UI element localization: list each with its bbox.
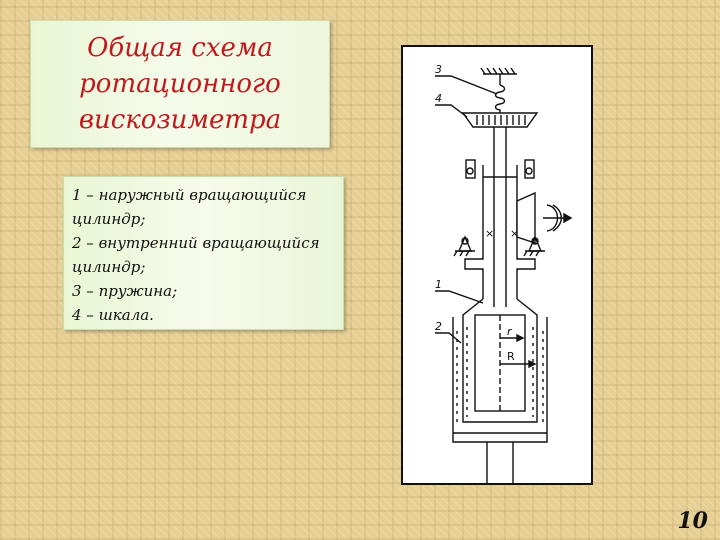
svg-text:×: × [510, 227, 519, 240]
lower-supports: × × [453, 227, 545, 257]
title-box: Общая схема ротационного вискозиметра [30, 20, 330, 148]
scale-disk [461, 112, 539, 128]
liquid-vessel [452, 317, 548, 443]
legend-item-2: 2 – внутренний вращающийся цилиндр; [72, 234, 320, 276]
drive-pulley [516, 191, 573, 244]
upper-bearings [465, 159, 535, 179]
legend-item-3: 3 – пружина; [72, 282, 178, 300]
radius-arrows [500, 333, 537, 369]
inner-cylinder [474, 314, 526, 412]
label-r-small: r [507, 325, 513, 338]
legend-box: 1 – наружный вращающийся цилиндр; 2 – вн… [63, 176, 344, 330]
legend-item-1: 1 – наружный вращающийся цилиндр; [72, 186, 307, 228]
spring [494, 84, 506, 113]
slide-title: Общая схема ротационного вискозиметра [78, 33, 282, 135]
page-number: 10 [677, 508, 708, 534]
label-3: 3 [435, 63, 442, 76]
label-2: 2 [435, 320, 442, 333]
label-4: 4 [435, 92, 442, 105]
viscometer-schematic: × × [435, 63, 573, 483]
label-1: 1 [435, 278, 442, 291]
svg-text:×: × [485, 227, 494, 240]
label-leaders [435, 75, 498, 344]
top-support [480, 67, 517, 85]
legend-item-4: 4 – шкала. [72, 306, 154, 324]
viscometer-diagram: × × [401, 45, 593, 485]
label-r-big: R [507, 350, 515, 363]
